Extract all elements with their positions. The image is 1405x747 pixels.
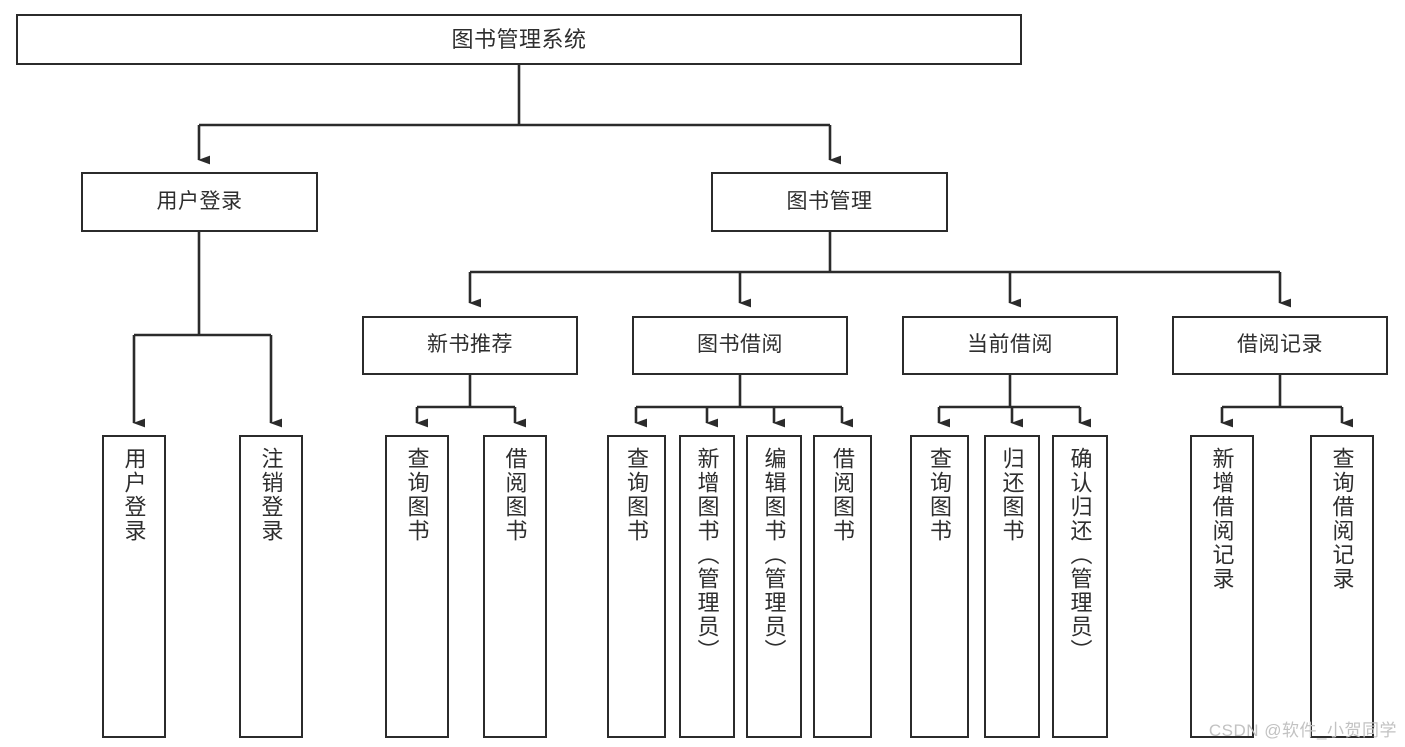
node-leaf-user-login[interactable]: 用户登录 [102,435,166,738]
node-leaf-cb-return-book[interactable]: 归还图书 [984,435,1040,738]
node-leaf-br-add-record[interactable]: 新增借阅记录 [1190,435,1254,738]
node-book-borrow-label: 图书借阅 [697,333,783,357]
node-borrow-record-label: 借阅记录 [1237,333,1323,357]
node-leaf-br-add-record-label: 新增借阅记录 [1209,447,1235,591]
node-leaf-bb-query-book-label: 查询图书 [624,447,650,543]
node-borrow-record[interactable]: 借阅记录 [1172,316,1388,375]
node-leaf-bb-add-book-label: 新增图书（管理员） [694,447,720,663]
node-leaf-logout[interactable]: 注销登录 [239,435,303,738]
node-leaf-rec-borrow-book-label: 借阅图书 [502,447,528,543]
node-leaf-cb-confirm-return-label: 确认归还（管理员） [1067,447,1093,663]
node-leaf-rec-query-book-label: 查询图书 [404,447,430,543]
node-current-borrow-label: 当前借阅 [967,333,1053,357]
csdn-watermark: CSDN @软件_小贺同学 [1208,721,1397,740]
node-book-manage[interactable]: 图书管理 [711,172,948,232]
node-leaf-cb-query-book-label: 查询图书 [927,447,953,543]
node-leaf-cb-query-book[interactable]: 查询图书 [910,435,969,738]
node-leaf-bb-borrow-book-label: 借阅图书 [830,447,856,543]
node-new-book-rec[interactable]: 新书推荐 [362,316,578,375]
node-leaf-bb-borrow-book[interactable]: 借阅图书 [813,435,872,738]
node-leaf-rec-query-book[interactable]: 查询图书 [385,435,449,738]
node-user-login-label: 用户登录 [156,189,243,213]
node-leaf-bb-edit-book[interactable]: 编辑图书（管理员） [746,435,802,738]
node-leaf-bb-edit-book-label: 编辑图书（管理员） [761,447,787,663]
node-leaf-logout-label: 注销登录 [258,447,284,543]
node-leaf-cb-confirm-return[interactable]: 确认归还（管理员） [1052,435,1108,738]
node-new-book-rec-label: 新书推荐 [427,333,513,357]
node-root-label: 图书管理系统 [451,26,587,52]
node-leaf-cb-return-book-label: 归还图书 [999,447,1025,543]
node-leaf-bb-add-book[interactable]: 新增图书（管理员） [679,435,735,738]
node-leaf-bb-query-book[interactable]: 查询图书 [607,435,666,738]
node-leaf-user-login-label: 用户登录 [121,447,147,543]
node-book-borrow[interactable]: 图书借阅 [632,316,848,375]
node-current-borrow[interactable]: 当前借阅 [902,316,1118,375]
node-user-login[interactable]: 用户登录 [81,172,318,232]
node-book-manage-label: 图书管理 [786,189,873,213]
node-leaf-br-query-record-label: 查询借阅记录 [1329,447,1355,591]
node-root[interactable]: 图书管理系统 [16,14,1022,65]
node-leaf-br-query-record[interactable]: 查询借阅记录 [1310,435,1374,738]
node-leaf-rec-borrow-book[interactable]: 借阅图书 [483,435,547,738]
